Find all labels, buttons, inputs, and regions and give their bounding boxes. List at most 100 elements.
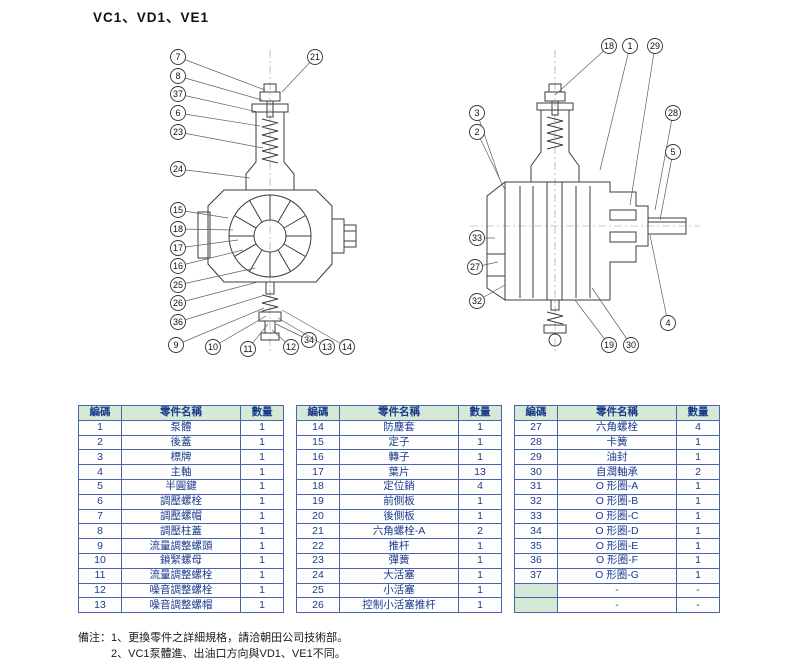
- table-cell: 1: [240, 493, 284, 510]
- table-cell: 大活塞: [339, 567, 459, 584]
- callout-number: 4: [665, 318, 670, 328]
- callout-number: 3: [474, 108, 479, 118]
- table-cell: 35: [514, 538, 558, 554]
- leader-line: [175, 307, 265, 346]
- table-cell: 1: [676, 567, 720, 584]
- callout-number: 25: [173, 280, 183, 290]
- callout-5: [665, 144, 681, 160]
- callout-number: 15: [173, 205, 183, 215]
- leader-line: [177, 168, 251, 179]
- vane-line: [234, 215, 257, 229]
- callout-30: [623, 337, 639, 353]
- table-cell: 1: [458, 449, 502, 466]
- callout-17: [170, 240, 186, 256]
- table-cell: 33: [514, 508, 558, 525]
- table-cell: 1: [458, 493, 502, 510]
- table-cell: 17: [296, 464, 340, 480]
- table-cell: 28: [514, 434, 558, 451]
- callout-number: 37: [173, 89, 183, 99]
- callout-number: 24: [173, 164, 183, 174]
- callout-number: 18: [173, 224, 183, 234]
- table-cell: 半圓鍵: [121, 478, 241, 495]
- table-cell: 3: [78, 449, 122, 466]
- callout-21: [307, 49, 323, 65]
- callout-number: 11: [243, 344, 252, 354]
- callout-7: [170, 49, 186, 65]
- table-cell: 鎖緊螺母: [121, 552, 241, 569]
- callout-36: [170, 314, 186, 330]
- table-cell: 1: [458, 419, 502, 436]
- leader-line: [177, 281, 259, 304]
- note-line-2: 2、VC1泵體進、出油口方向與VD1、VE1不同。: [111, 648, 346, 660]
- leader-line: [177, 112, 261, 127]
- table-cell: 1: [458, 597, 502, 614]
- callout-10: [205, 339, 221, 355]
- table-cell: 標牌: [121, 449, 241, 466]
- callout-6: [170, 105, 186, 121]
- callout-16: [170, 258, 186, 274]
- callout-32: [469, 293, 485, 309]
- table-cell: O 形圈-D: [557, 523, 677, 540]
- callout-18: [601, 38, 617, 54]
- table-cell: -: [676, 597, 720, 614]
- table-cell: 1: [240, 434, 284, 451]
- column-header: 編碼: [514, 405, 558, 421]
- table-cell: 12: [78, 582, 122, 599]
- leader-line: [476, 112, 501, 181]
- leader-line: [177, 249, 244, 267]
- table-cell: 2: [676, 464, 720, 480]
- callout-number: 23: [173, 127, 183, 137]
- table-cell: 前側板: [339, 493, 459, 510]
- table-cell: 21: [296, 523, 340, 540]
- table-cell: 25: [296, 582, 340, 599]
- notes: 備注：1、更換零件之詳細規格，請洽朝田公司技術部。 2、VC1泵體進、出油口方向…: [78, 630, 348, 662]
- table-cell: 1: [676, 493, 720, 510]
- header-row: 編碼零件名稱數量: [78, 405, 284, 421]
- column-header: 編碼: [78, 405, 122, 421]
- callout-24: [170, 161, 186, 177]
- table-cell: 1: [676, 538, 720, 554]
- callout-1: [622, 38, 638, 54]
- table-cell: 油封: [557, 449, 677, 466]
- left-pump-drawing: [197, 50, 357, 352]
- table-cell: 2: [458, 523, 502, 540]
- table-cell: O 形圈-A: [557, 478, 677, 495]
- callout-9: [168, 337, 184, 353]
- vane-line: [249, 200, 263, 223]
- table-cell: 1: [240, 552, 284, 569]
- leader-line: [281, 309, 348, 348]
- table-cell: 16: [296, 449, 340, 466]
- table-cell: 10: [78, 552, 122, 569]
- leader-line: [659, 151, 674, 221]
- table-cell: 30: [514, 464, 558, 480]
- column-header: 零件名稱: [339, 405, 459, 421]
- table-cell: 轉子: [339, 449, 459, 466]
- header-row: 編碼零件名稱數量: [514, 405, 720, 421]
- page-title: VC1、VD1、VE1: [93, 10, 210, 25]
- table-cell: 調壓螺帽: [121, 508, 241, 525]
- callout-27: [467, 259, 483, 275]
- table-cell: O 形圈-G: [557, 567, 677, 584]
- leader-line: [177, 56, 266, 91]
- table-cell: 1: [240, 567, 284, 584]
- callout-number: 8: [175, 71, 180, 81]
- leader-line: [591, 287, 632, 346]
- leader-line: [177, 131, 264, 149]
- callout-37: [170, 86, 186, 102]
- callout-number: 2: [474, 127, 479, 137]
